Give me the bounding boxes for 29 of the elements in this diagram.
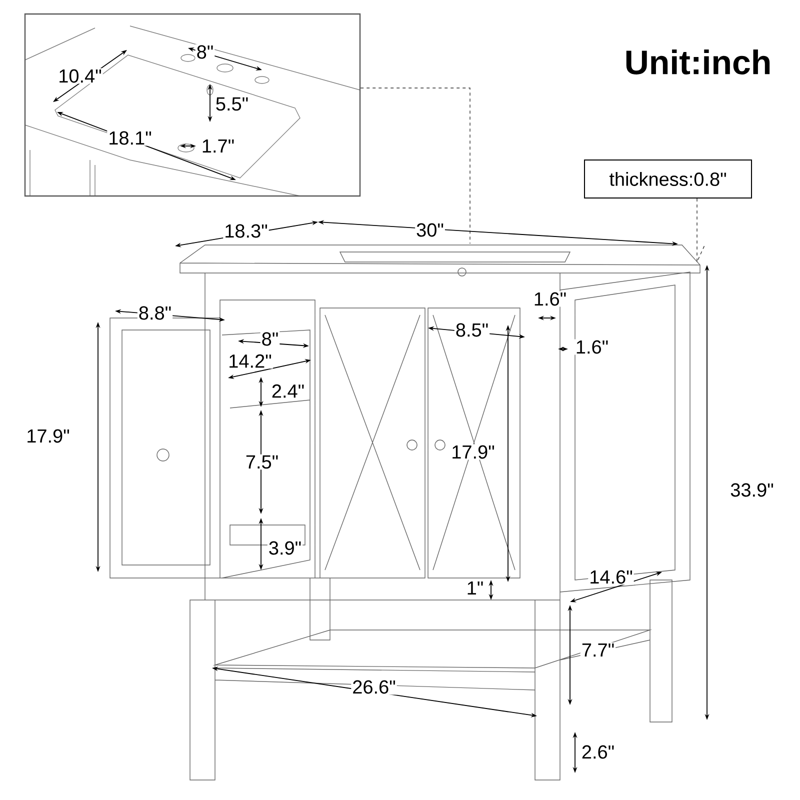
dimension-label: 2.4" (270, 383, 306, 399)
dimension-label: 17.9" (450, 444, 496, 460)
dimension-label: 8.5" (454, 322, 490, 338)
dimension-label: 18.3" (223, 223, 269, 239)
dimension-label: 7.5" (244, 454, 280, 470)
dimension-label: 1.6" (532, 291, 568, 307)
dimension-label: 7.7" (580, 642, 616, 658)
dimension-label: 10.4" (57, 68, 103, 84)
leader-line (360, 88, 470, 244)
dimension-label: 17.9" (25, 428, 71, 444)
dimension-label: 1.6" (574, 339, 610, 355)
dimension-label: 2.6" (580, 744, 616, 760)
dimension-label: 33.9" (729, 482, 775, 498)
sink-detail-inset (24, 13, 361, 197)
dimension-label: 30" (415, 222, 445, 238)
dimension-label: 14.6" (588, 569, 634, 585)
vanity-drawing (110, 244, 700, 780)
note-box: thickness:0.8" (584, 160, 752, 198)
dimension-label: 8.8" (137, 305, 173, 321)
dimension-label: 5.5" (214, 96, 250, 112)
dimension-label: 18.1" (107, 130, 153, 146)
dimension-label: 1.7" (200, 138, 236, 154)
dimension-label: 1" (465, 580, 485, 596)
dimension-label: 14.2" (227, 353, 273, 369)
dimension-label: 3.9" (267, 540, 303, 556)
leader-line (696, 198, 706, 264)
unit-heading: Unit:inch (626, 50, 770, 74)
dimension-label: 8" (260, 331, 280, 347)
dimension-label: 8" (195, 44, 215, 60)
